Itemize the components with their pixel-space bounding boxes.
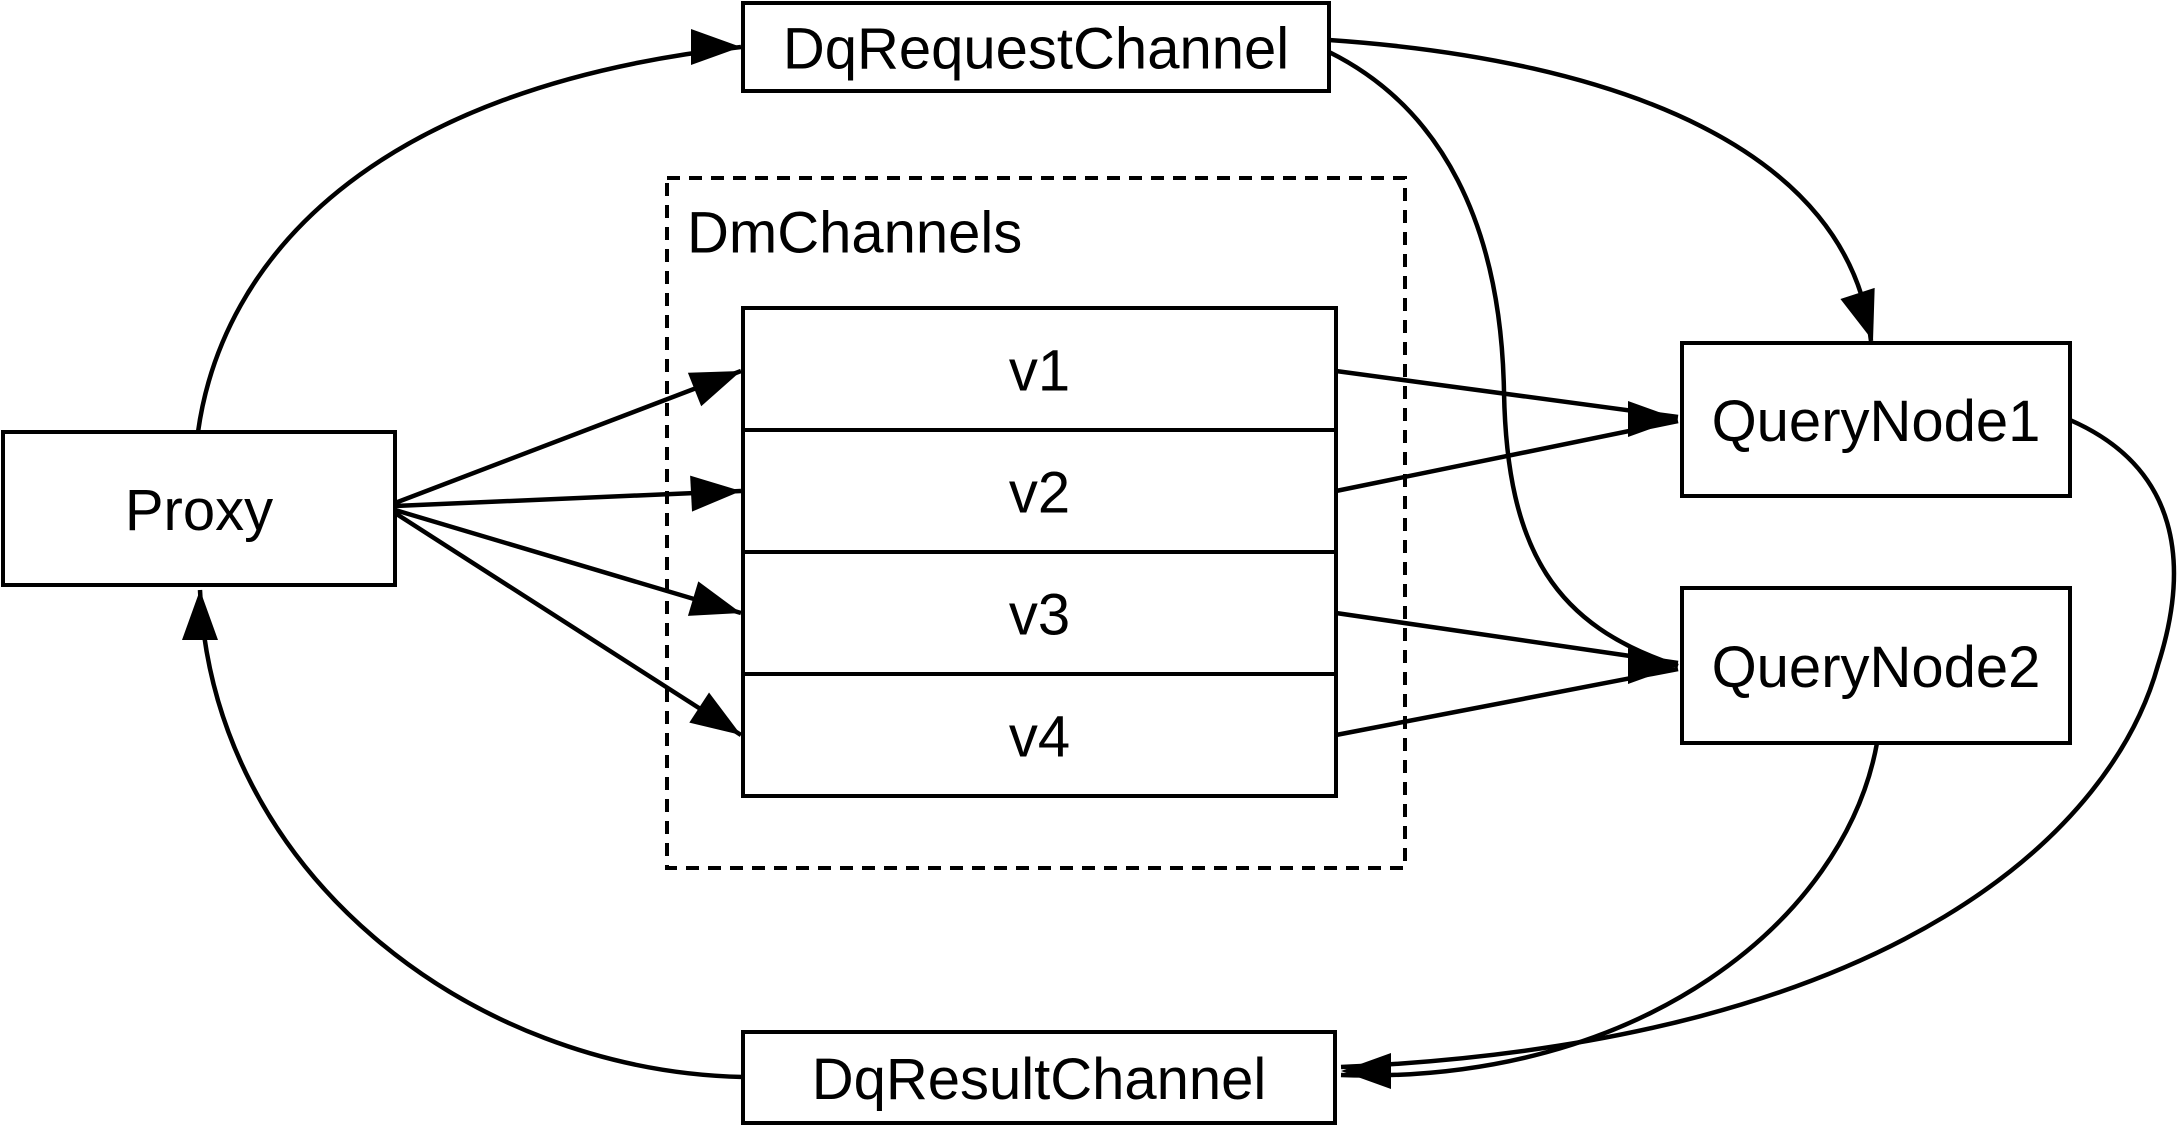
edge-v4-to-query-node-2: [1335, 666, 1679, 738]
edge-query-node-2-to-dq-result: [1340, 742, 1880, 1078]
node-box-dq-request-channel: [741, 1, 1331, 93]
node-box-proxy: [1, 430, 397, 587]
node-label-proxy: Proxy: [125, 478, 273, 543]
node-label-query-node-1: QueryNode1: [1712, 389, 2041, 454]
node-label-dm-channels: DmChannels: [687, 201, 1022, 266]
arrow-into-query-node-1-top: [1840, 287, 1875, 341]
edge-proxy-to-dq-request: [195, 44, 742, 433]
node-label-query-node-2: QueryNode2: [1712, 635, 2041, 700]
arrow-into-v4: [689, 692, 741, 735]
arrow-into-dq-result-right: [1341, 1053, 1391, 1089]
edge-query-node-1-to-dq-result: [1340, 417, 2177, 1070]
arrow-into-v2: [690, 475, 741, 512]
arrow-into-dq-request-left: [691, 29, 741, 65]
stack-row-label-v3: v3: [1009, 583, 1070, 648]
edge-dq-request-to-query-node-1: [1328, 37, 1874, 342]
node-box-dq-result-channel: [741, 1030, 1337, 1125]
edge-proxy-to-v4: [393, 511, 743, 737]
arrow-into-v3: [687, 581, 741, 616]
edge-dq-result-to-proxy: [197, 589, 744, 1080]
edge-proxy-to-v1: [394, 368, 742, 506]
node-label-dq-request-channel: DqRequestChannel: [783, 17, 1289, 82]
stack-row-label-v4: v4: [1009, 705, 1070, 770]
edge-proxy-to-v3: [394, 507, 742, 616]
arrow-into-query-node-1-left: [1628, 401, 1678, 437]
node-box-dm-channels: [665, 176, 1407, 870]
stack-row-label-v2: v2: [1009, 461, 1070, 526]
edge-v3-to-query-node-2: [1335, 610, 1679, 666]
node-label-dq-result-channel: DqResultChannel: [812, 1047, 1267, 1112]
edge-dq-request-to-query-node-2: [1327, 49, 1679, 669]
arrow-into-query-node-2-left: [1628, 648, 1678, 684]
arrow-into-v1: [687, 371, 741, 407]
arrow-into-proxy-bottom: [182, 590, 218, 640]
node-box-query-node-2: [1680, 586, 2072, 745]
stack-row-label-v1: v1: [1009, 339, 1070, 404]
edge-proxy-to-v2: [394, 488, 742, 509]
node-box-query-node-1: [1680, 341, 2072, 498]
edge-v1-to-query-node-1: [1335, 368, 1679, 420]
